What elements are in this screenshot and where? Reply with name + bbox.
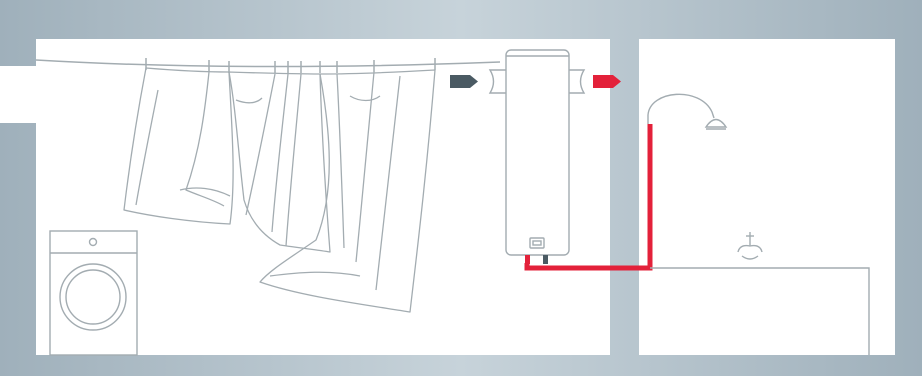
hot-water-connector: [525, 255, 530, 264]
air-inlet-arrow-icon: [450, 75, 478, 88]
clothesline-icon: [35, 59, 501, 68]
cold-water-connector: [543, 255, 548, 264]
bath-faucet-icon: [737, 232, 763, 260]
clothespins: [145, 58, 436, 73]
laundry-sheets-icon: [123, 67, 436, 313]
washing-machine-icon: [49, 230, 138, 356]
bathroom: [639, 39, 895, 355]
hot-water-pipe-icon: [524, 124, 653, 271]
air-outlet-arrow-icon: [593, 75, 621, 88]
door-opening: [0, 66, 38, 123]
heat-pump-water-heater-icon: [488, 49, 586, 256]
shower-head-icon: [647, 93, 728, 130]
bathtub-icon: [650, 267, 870, 355]
